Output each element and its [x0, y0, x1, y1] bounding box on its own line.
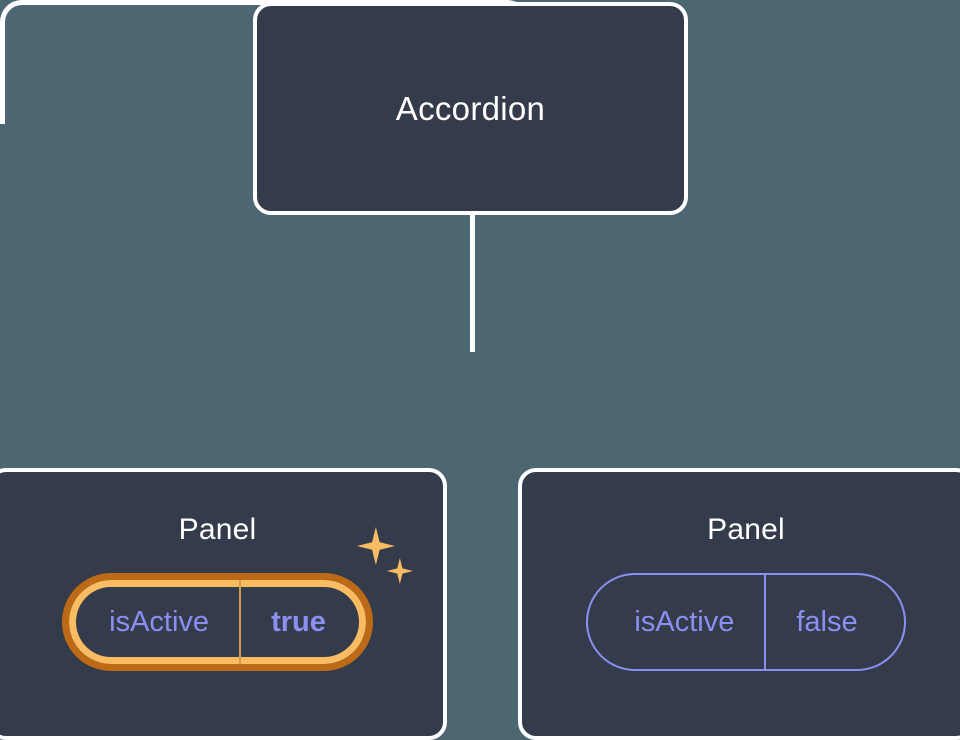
prop-name-label: isActive — [109, 605, 210, 638]
sparkle-large-icon — [356, 527, 395, 565]
node-panel-left-title: Panel — [178, 513, 257, 546]
prop-value-label: true — [239, 580, 366, 664]
node-panel-right[interactable]: Panel isActive false — [518, 468, 960, 740]
node-accordion-title: Accordion — [395, 89, 546, 127]
prop-value-label: false — [764, 575, 903, 669]
node-panel-left[interactable]: Panel isActive true — [0, 468, 447, 740]
prop-pill-isactive-true[interactable]: isActive true — [62, 573, 373, 671]
prop-pill-left-wrap: isActive true — [62, 527, 413, 671]
node-accordion[interactable]: Accordion — [253, 2, 688, 215]
sparkle-small-icon — [386, 558, 413, 584]
prop-pill-right-wrap: isActive false — [586, 573, 906, 671]
prop-name-label: isActive — [634, 605, 735, 638]
prop-pill-isactive-false[interactable]: isActive false — [586, 573, 906, 671]
node-panel-right-title: Panel — [707, 513, 785, 546]
connector-root-to-branch — [470, 212, 475, 352]
